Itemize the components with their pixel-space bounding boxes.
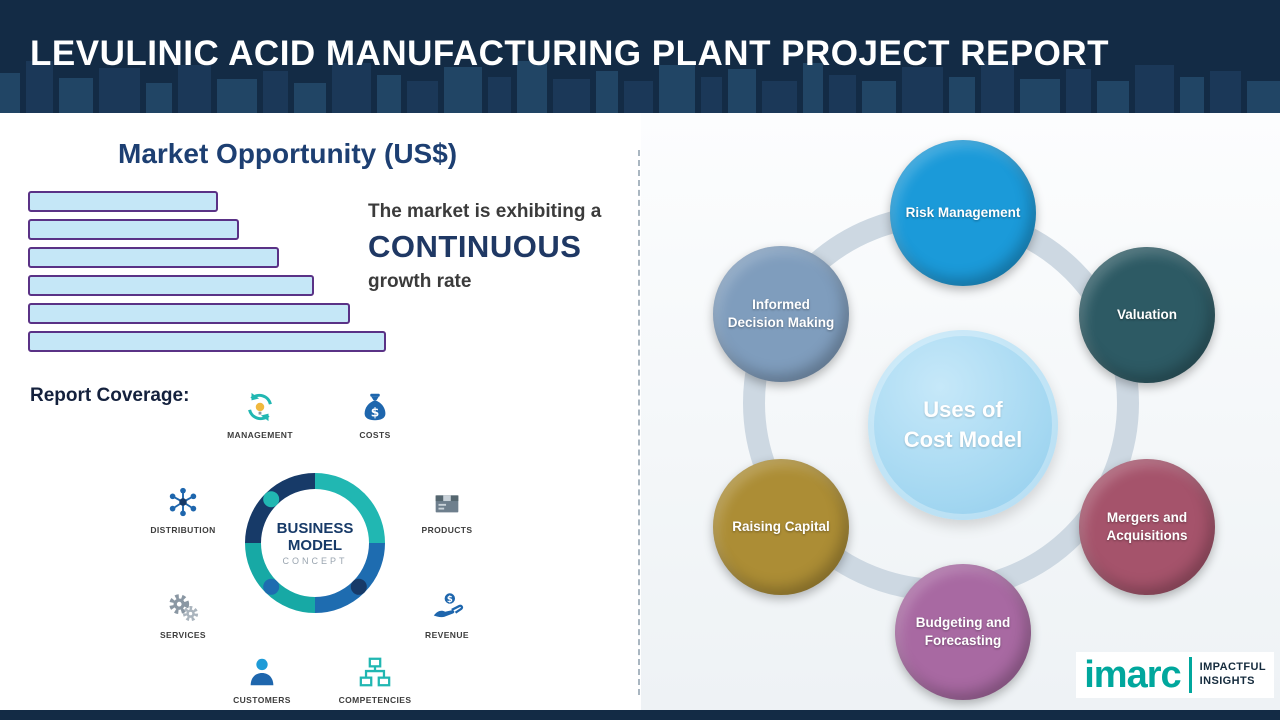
gears-icon — [166, 590, 200, 626]
bm-center-line3: CONCEPT — [282, 556, 348, 567]
cost-model-node-valuation: Valuation — [1079, 247, 1215, 383]
imarc-tagline: IMPACTFUL INSIGHTS — [1200, 661, 1266, 689]
cost-model-node-label: Valuation — [1116, 307, 1177, 323]
cost-model-section: Uses of Cost Model imarc IMPACTFUL INSIG… — [641, 113, 1280, 710]
dashed-divider — [638, 150, 640, 695]
growth-intro: The market is exhibiting a — [368, 201, 602, 222]
cost-model-center: Uses of Cost Model — [868, 330, 1058, 520]
org-chart-icon — [358, 655, 392, 691]
market-opportunity-section: Market Opportunity (US$) The market is e… — [0, 113, 640, 710]
coverage-item-label: PRODUCTS — [421, 525, 473, 535]
coverage-item-label: COSTS — [359, 430, 391, 440]
cost-model-node-informed-decision-making: Informed Decision Making — [713, 246, 849, 382]
cost-model-node-label: Budgeting and Forecasting — [915, 615, 1011, 648]
imarc-wordmark: imarc — [1084, 654, 1181, 696]
business-model-ring — [245, 473, 385, 613]
cost-model-node-mergers-and-acquisitions: Mergers and Acquisitions — [1079, 459, 1215, 595]
imarc-tagline-line1: IMPACTFUL — [1199, 661, 1266, 674]
svg-text:$: $ — [371, 405, 380, 419]
recycle-idea-icon — [243, 390, 277, 426]
imarc-logo-divider — [1188, 657, 1192, 693]
hub-center-line1: Uses of — [923, 397, 1003, 423]
coverage-item-costs: $ COSTS — [327, 390, 423, 440]
cost-model-node-label: Informed Decision Making — [727, 297, 835, 330]
coverage-item-label: REVENUE — [425, 630, 469, 640]
coverage-item-label: MANAGEMENT — [227, 430, 293, 440]
cost-model-node-raising-capital: Raising Capital — [713, 459, 849, 595]
coverage-item-services: SERVICES — [135, 590, 231, 640]
report-coverage-label: Report Coverage: — [30, 385, 190, 406]
hub-center-line2: Cost Model — [903, 427, 1023, 452]
coverage-item-management: MANAGEMENT — [212, 390, 308, 440]
business-model-diagram: BUSINESS MODEL CONCEPT MANAGEMENT $ COSTS D… — [150, 390, 500, 720]
city-skyline-graphic — [0, 61, 1280, 113]
market-bar — [28, 219, 239, 240]
imarc-logo: imarc IMPACTFUL INSIGHTS — [1076, 652, 1274, 698]
hand-coin-icon: $ — [430, 590, 464, 626]
cost-model-node-budgeting-and-forecasting: Budgeting and Forecasting — [895, 564, 1031, 700]
market-bar — [28, 303, 350, 324]
growth-statement: The market is exhibiting a CONTINUOUS gr… — [368, 201, 638, 293]
cost-model-node-label: Risk Management — [905, 205, 1021, 221]
cost-model-node-label: Raising Capital — [732, 519, 830, 535]
coverage-item-distribution: DISTRIBUTION — [135, 485, 231, 535]
coverage-item-label: COMPETENCIES — [338, 695, 412, 705]
bm-center-line2: MODEL — [287, 537, 343, 554]
person-icon — [245, 655, 279, 691]
money-bag-icon: $ — [358, 390, 392, 426]
page-title: LEVULINIC ACID MANUFACTURING PLANT PROJE… — [30, 34, 1110, 73]
market-bar — [28, 331, 386, 352]
imarc-tagline-line2: INSIGHTS — [1199, 675, 1255, 687]
product-box-icon — [430, 485, 464, 521]
header: LEVULINIC ACID MANUFACTURING PLANT PROJE… — [0, 0, 1280, 113]
cost-model-node-risk-management: Risk Management — [890, 140, 1036, 286]
market-opportunity-title: Market Opportunity (US$) — [118, 138, 458, 169]
cost-model-node-label: Mergers and Acquisitions — [1106, 510, 1188, 543]
svg-text:$: $ — [447, 595, 453, 605]
market-bar — [28, 247, 279, 268]
network-nodes-icon — [166, 485, 200, 521]
bm-center-line1: BUSINESS — [276, 519, 354, 537]
coverage-item-label: CUSTOMERS — [233, 695, 291, 705]
bottom-bar — [0, 710, 1280, 720]
coverage-item-competencies: COMPETENCIES — [327, 655, 423, 705]
market-bar — [28, 191, 218, 212]
coverage-item-revenue: $ REVENUE — [399, 590, 495, 640]
market-bar-chart — [28, 191, 386, 359]
market-bar — [28, 275, 314, 296]
coverage-item-customers: CUSTOMERS — [214, 655, 310, 705]
coverage-item-products: PRODUCTS — [399, 485, 495, 535]
coverage-item-label: DISTRIBUTION — [150, 525, 216, 535]
coverage-item-label: SERVICES — [159, 630, 207, 640]
growth-highlight: CONTINUOUS — [368, 229, 582, 264]
business-model-center-label: BUSINESS MODEL CONCEPT — [260, 508, 370, 578]
growth-suffix: growth rate — [368, 271, 472, 292]
